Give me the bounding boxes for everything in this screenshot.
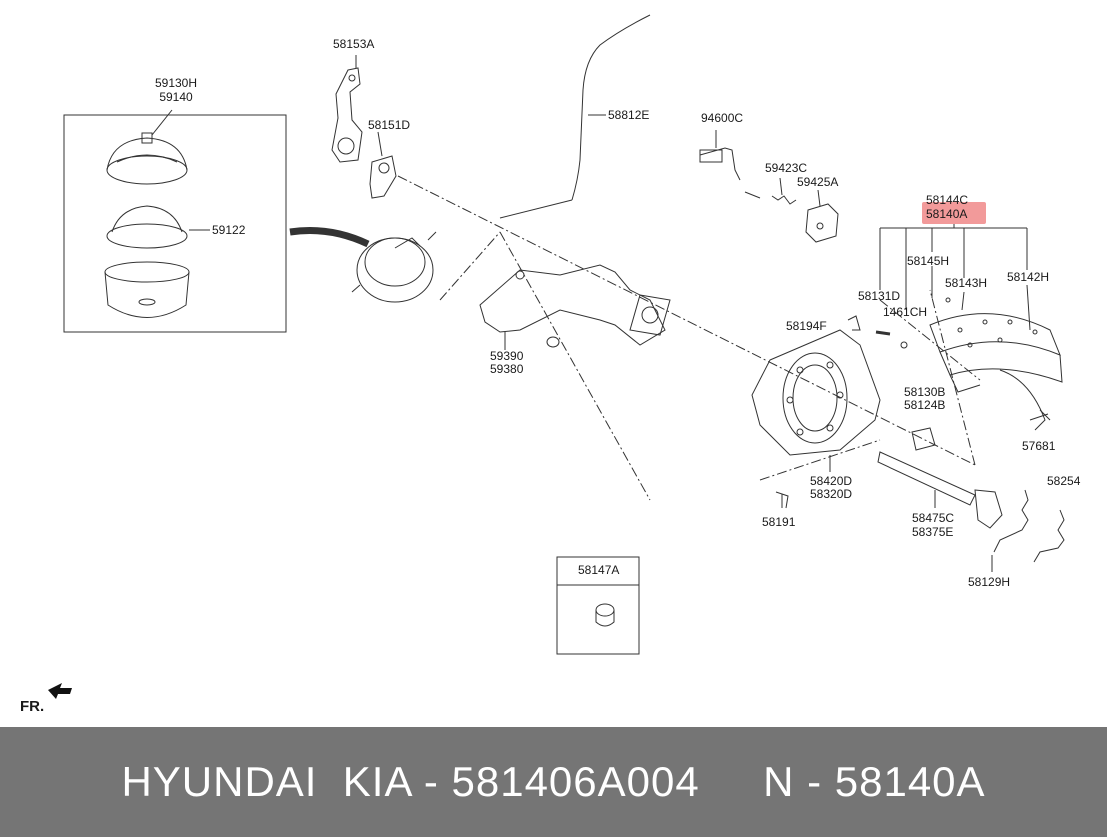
camshaft-bracket-part <box>479 264 671 350</box>
brake-shoe-part <box>929 313 1063 431</box>
label-1461CH: 1461CH <box>883 305 928 319</box>
footer-part-number: HYUNDAI KIA - 581406A004 N - 58140A <box>121 758 986 805</box>
clevis-bracket-part <box>369 131 397 199</box>
label-59380: 59380 <box>490 362 524 376</box>
label-58140A: 58140A <box>926 207 968 221</box>
mounting-bolt-part <box>775 491 789 509</box>
label-59390: 59390 <box>490 349 524 363</box>
pointer-arrow <box>289 227 370 248</box>
diaphragm-part <box>106 205 210 249</box>
footer-bar: HYUNDAI KIA - 581406A004 N - 58140A <box>0 727 1107 837</box>
label-58153A: 58153A <box>333 37 375 51</box>
label-59140: 59140 <box>159 90 193 104</box>
highlighted-part-box <box>922 202 986 224</box>
return-spring-part <box>991 489 1065 572</box>
diagram-drawing <box>48 14 1065 699</box>
roller-part <box>911 427 936 451</box>
label-58144C: 58144C <box>926 193 969 207</box>
label-58143H: 58143H <box>945 276 988 290</box>
label-59122: 59122 <box>212 223 246 237</box>
label-58375E: 58375E <box>912 525 954 539</box>
arrow-icon <box>48 683 72 699</box>
orientation-label: FR. <box>20 698 45 715</box>
label-58191: 58191 <box>762 515 796 529</box>
label-58151D: 58151D <box>368 118 411 132</box>
slack-adjuster-part <box>331 55 363 163</box>
label-58131D: 58131D <box>858 289 901 303</box>
label-59423C: 59423C <box>765 161 808 175</box>
chamber-cup-part <box>104 261 190 318</box>
brake-chamber-part <box>351 231 437 303</box>
inset-box-bushing <box>556 556 640 655</box>
label-58194F: 58194F <box>786 319 827 333</box>
backing-plate-part <box>751 329 881 472</box>
label-58124B: 58124B <box>904 398 946 412</box>
abs-sensor-part <box>699 130 741 181</box>
parts-diagram: 59130H 59140 59122 58153A 58151D 58812E … <box>20 14 1081 715</box>
clip-part <box>847 315 861 331</box>
anchor-pin-part <box>875 330 891 336</box>
label-58254: 58254 <box>1047 474 1081 488</box>
label-59425A: 59425A <box>797 175 839 189</box>
label-58147A: 58147A <box>578 563 620 577</box>
label-57681: 57681 <box>1022 439 1056 453</box>
label-58130B: 58130B <box>904 385 946 399</box>
diaphragm-cap-part <box>106 109 188 185</box>
label-58145H: 58145H <box>907 254 950 268</box>
label-58812E: 58812E <box>608 108 650 122</box>
label-58129H: 58129H <box>968 575 1011 589</box>
label-94600C: 94600C <box>701 111 744 125</box>
label-58475C: 58475C <box>912 511 955 525</box>
bolt-part <box>1029 409 1051 421</box>
camshaft-part <box>877 451 1003 529</box>
adjuster-block-part <box>805 189 839 243</box>
label-58420D: 58420D <box>810 474 853 488</box>
label-59130H: 59130H <box>154 76 198 90</box>
inset-box-diaphragm <box>63 114 287 333</box>
adjuster-spring-part <box>744 177 797 205</box>
label-58142H: 58142H <box>1007 270 1050 284</box>
brake-cable-part <box>571 14 651 201</box>
bushing-part <box>595 603 615 627</box>
shoe-group-leaders <box>879 224 1031 331</box>
washer-part <box>900 341 908 349</box>
label-58320D: 58320D <box>810 487 853 501</box>
assembly-centre-lines <box>397 175 981 501</box>
